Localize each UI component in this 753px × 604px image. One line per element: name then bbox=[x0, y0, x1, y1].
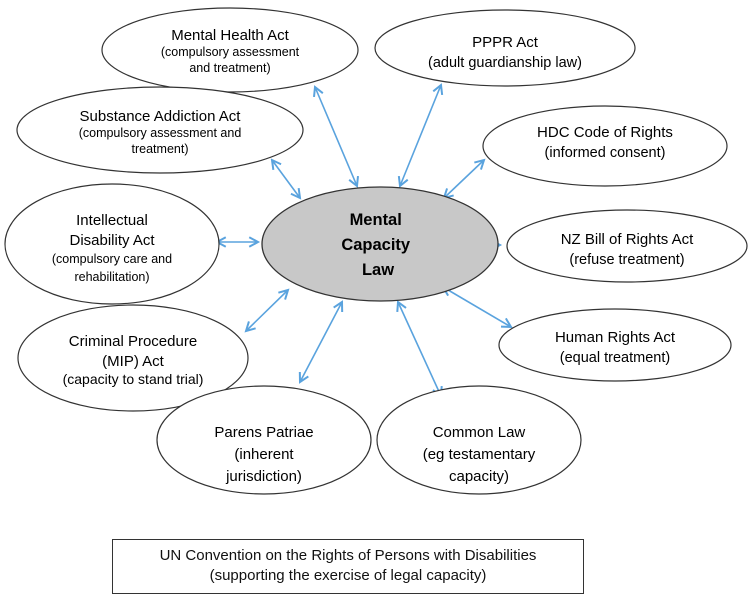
node-mental-health-act: Mental Health Act(compulsory assessment a… bbox=[101, 7, 359, 93]
arrowhead bbox=[500, 317, 513, 329]
node-ellipse bbox=[376, 385, 582, 495]
arrow-shaft bbox=[399, 84, 442, 187]
node-ellipse bbox=[156, 385, 372, 495]
un-convention-title: UN Convention on the Rights of Persons w… bbox=[159, 547, 537, 564]
center-line-3: Law bbox=[362, 261, 394, 279]
node-subtitle-line: (refuse treatment) bbox=[569, 252, 684, 268]
arrowhead bbox=[313, 85, 324, 98]
node-subtitle-line: (compulsory assessment bbox=[161, 45, 300, 59]
arrow-criminal-procedure-act bbox=[244, 288, 290, 333]
node-label: Criminal Procedure (MIP) Act(capacity to … bbox=[63, 333, 204, 387]
arrowhead bbox=[432, 83, 444, 96]
node-label: PPPR Act (adult guardianship law) bbox=[428, 34, 582, 71]
center-label: Mental Capacity Law bbox=[341, 211, 414, 279]
arrowhead bbox=[474, 158, 486, 170]
node-title-line: (MIP) Act bbox=[102, 353, 165, 370]
arrow-shaft bbox=[245, 289, 289, 332]
node-title-line: Common Law bbox=[433, 424, 526, 441]
node-subtitle-line: (compulsory care and bbox=[52, 252, 172, 266]
arrow-mental-health-act bbox=[313, 85, 359, 188]
node-subtitle-line: (adult guardianship law) bbox=[428, 55, 582, 71]
node-title-line: Intellectual bbox=[76, 212, 148, 229]
arrowhead bbox=[333, 300, 344, 313]
node-criminal-procedure-act: Criminal Procedure (MIP) Act(capacity to … bbox=[17, 304, 249, 412]
node-hdc-code-of-rights: HDC Code of Rights (informed consent) bbox=[482, 105, 728, 187]
arrow-common-law bbox=[396, 300, 443, 398]
node-label: Human Rights Act (equal treatment) bbox=[555, 329, 676, 366]
arrow-intellectual-disability-act bbox=[214, 236, 261, 248]
arrow-hdc-code-of-rights bbox=[442, 158, 486, 200]
un-convention-subtitle: (supporting the exercise of legal capaci… bbox=[209, 567, 487, 584]
node-subtitle-line: and treatment) bbox=[189, 61, 270, 75]
node-title-line: NZ Bill of Rights Act bbox=[561, 231, 694, 248]
node-label: HDC Code of Rights (informed consent) bbox=[537, 124, 673, 161]
center-node: Mental Capacity Law bbox=[261, 186, 499, 302]
arrow-substance-addiction-act bbox=[270, 158, 302, 200]
node-title-line: Criminal Procedure bbox=[69, 333, 197, 350]
node-title-line: Human Rights Act bbox=[555, 329, 676, 346]
arrowhead bbox=[290, 187, 302, 200]
node-title-line: Parens Patriae bbox=[214, 424, 313, 441]
node-label: Common Law (eg testamentary capacity) bbox=[423, 424, 536, 485]
node-label: Substance Addiction Act(compulsory asses… bbox=[79, 108, 242, 156]
node-title-line: capacity) bbox=[449, 468, 509, 485]
node-title-line: Substance Addiction Act bbox=[80, 108, 242, 125]
arrow-shaft bbox=[442, 286, 512, 328]
node-ellipse bbox=[16, 86, 304, 174]
nodes-layer: Mental Health Act(compulsory assessment a… bbox=[4, 7, 748, 495]
node-title-line: PPPR Act bbox=[472, 34, 539, 51]
arrowhead bbox=[270, 158, 282, 171]
arrowhead bbox=[397, 175, 409, 188]
node-title-line: HDC Code of Rights bbox=[537, 124, 673, 141]
node-substance-addiction-act: Substance Addiction Act(compulsory asses… bbox=[16, 86, 304, 174]
arrowhead bbox=[248, 236, 261, 248]
arrow-shaft bbox=[443, 159, 485, 199]
node-ellipse bbox=[498, 308, 732, 382]
node-label: Parens Patriae (inherent jurisdiction) bbox=[214, 424, 313, 485]
arrowhead bbox=[396, 300, 407, 313]
center-line-1: Mental bbox=[350, 211, 402, 229]
center-ellipse bbox=[261, 186, 499, 302]
arrow-shaft bbox=[314, 86, 358, 187]
center-line-2: Capacity bbox=[341, 236, 411, 254]
node-subtitle-line: rehabilitation) bbox=[74, 270, 149, 284]
un-convention-box: UN Convention on the Rights of Persons w… bbox=[112, 539, 584, 594]
node-title-line: (eg testamentary bbox=[423, 446, 536, 463]
node-ellipse bbox=[17, 304, 249, 412]
node-subtitle-line: (equal treatment) bbox=[560, 350, 670, 366]
arrow-shaft bbox=[397, 301, 442, 397]
node-common-law: Common Law (eg testamentary capacity) bbox=[376, 385, 582, 495]
node-title-line: (inherent bbox=[234, 446, 294, 463]
arrow-parens-patriae bbox=[298, 300, 344, 384]
node-subtitle-line: (compulsory assessment and bbox=[79, 126, 242, 140]
arrowhead bbox=[278, 288, 290, 300]
node-title-line: Disability Act bbox=[69, 232, 155, 249]
node-ellipse bbox=[482, 105, 728, 187]
node-pppr-act: PPPR Act (adult guardianship law) bbox=[374, 9, 636, 87]
node-title-line: jurisdiction) bbox=[225, 468, 302, 485]
arrow-human-rights-act bbox=[441, 285, 513, 329]
node-ellipse bbox=[506, 209, 748, 283]
arrow-shaft bbox=[299, 301, 343, 383]
arrowhead bbox=[244, 321, 256, 333]
node-subtitle-line: treatment) bbox=[132, 142, 189, 156]
node-label: Mental Health Act(compulsory assessment a… bbox=[161, 27, 300, 75]
arrow-shaft bbox=[271, 159, 301, 199]
node-ellipse bbox=[374, 9, 636, 87]
arrowhead bbox=[348, 175, 359, 188]
node-title-line: Mental Health Act bbox=[171, 27, 289, 44]
node-subtitle-line: (informed consent) bbox=[545, 145, 666, 161]
node-human-rights-act: Human Rights Act (equal treatment) bbox=[498, 308, 732, 382]
node-parens-patriae: Parens Patriae (inherent jurisdiction) bbox=[156, 385, 372, 495]
arrow-pppr-act bbox=[397, 83, 444, 188]
node-nz-bill-of-rights-act: NZ Bill of Rights Act (refuse treatment) bbox=[506, 209, 748, 283]
arrowhead bbox=[298, 371, 309, 384]
node-label: NZ Bill of Rights Act (refuse treatment) bbox=[561, 231, 694, 268]
node-subtitle-line: (capacity to stand trial) bbox=[63, 371, 204, 387]
node-ellipse bbox=[4, 183, 220, 305]
